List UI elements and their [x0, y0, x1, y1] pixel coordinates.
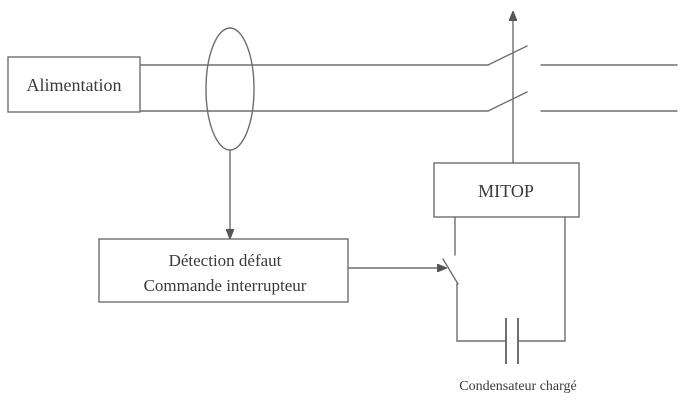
- command-switch-contact: [442, 258, 459, 285]
- lower-breaker-contact: [487, 91, 528, 112]
- mitop-label: MITOP: [478, 181, 534, 201]
- supply-box: [7, 56, 141, 113]
- detection-box: [98, 238, 349, 303]
- supply-label: Alimentation: [27, 75, 122, 95]
- mitop-box: [433, 162, 580, 218]
- capacitor-label: Condensateur chargé: [459, 379, 577, 394]
- upper-breaker-contact: [487, 45, 528, 66]
- current-sensor-toroid: [205, 27, 255, 151]
- detection-label-line2: Commande interrupteur: [144, 276, 307, 295]
- detection-label-line1: Détection défaut: [169, 251, 282, 270]
